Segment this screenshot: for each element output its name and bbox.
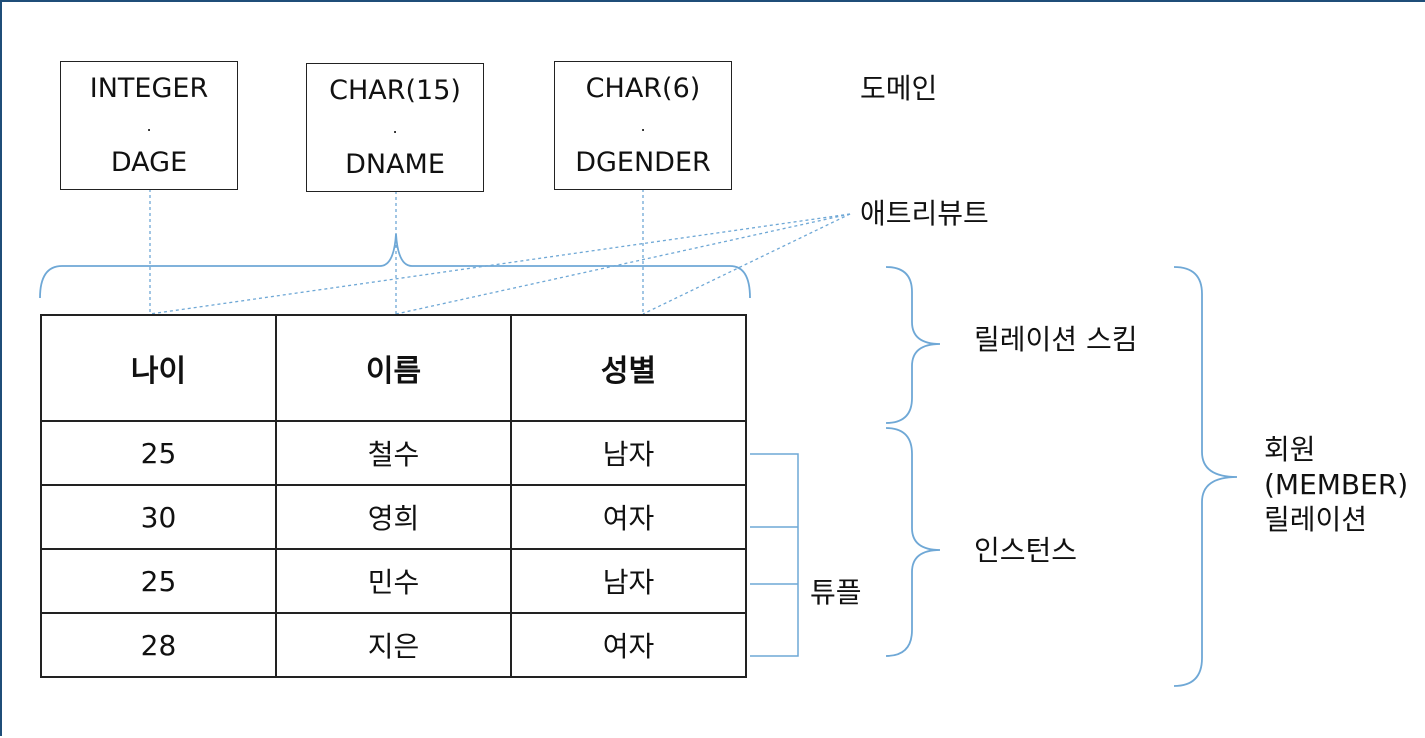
schema-brace <box>885 266 941 424</box>
member-relation-table: 나이 이름 성별 25 철수 남자 30 영희 여자 25 민수 남자 28 <box>40 314 747 678</box>
table-cell: 25 <box>40 548 277 614</box>
schema-label: 릴레이션 스킴 <box>974 323 1138 356</box>
attribute-pointer-line <box>642 213 851 315</box>
tuple-bracket <box>750 453 799 657</box>
domain-box-name: CHAR(15) . DNAME <box>306 63 484 192</box>
domain-type: CHAR(6) <box>585 73 701 104</box>
table-row: 30 영희 여자 <box>40 484 747 550</box>
attribute-pointer-line <box>395 213 851 315</box>
table-cell: 철수 <box>275 420 512 486</box>
relation-label: 회원 (MEMBER) 릴레이션 <box>1264 432 1408 537</box>
domain-label: 도메인 <box>860 72 938 105</box>
table-cell: 남자 <box>510 420 747 486</box>
column-header: 이름 <box>275 314 512 422</box>
domain-type: CHAR(15) <box>329 75 461 106</box>
table-row: 28 지은 여자 <box>40 612 747 678</box>
instance-brace <box>885 427 941 657</box>
table-cell: 영희 <box>275 484 512 550</box>
column-header: 성별 <box>510 314 747 422</box>
relation-label-line: 릴레이션 <box>1264 503 1368 536</box>
domain-separator: . <box>640 116 646 135</box>
domain-separator: . <box>392 118 398 137</box>
table-cell: 30 <box>40 484 277 550</box>
column-header: 나이 <box>40 314 277 422</box>
table-cell: 남자 <box>510 548 747 614</box>
domain-separator: . <box>146 116 152 135</box>
attribute-pointer-line <box>149 213 851 315</box>
attribute-label: 애트리뷰트 <box>860 197 989 230</box>
table-cell: 28 <box>40 612 277 678</box>
table-cell: 지은 <box>275 612 512 678</box>
domain-name: DNAME <box>345 149 445 180</box>
domain-box-age: INTEGER . DAGE <box>60 61 238 190</box>
domain-name: DGENDER <box>575 147 711 178</box>
table-cell: 여자 <box>510 612 747 678</box>
table-cell: 25 <box>40 420 277 486</box>
table-row: 25 민수 남자 <box>40 548 747 614</box>
header-row: 나이 이름 성별 <box>40 314 747 422</box>
domain-box-gender: CHAR(6) . DGENDER <box>554 61 732 190</box>
domain-type: INTEGER <box>89 73 209 104</box>
relation-brace <box>1173 266 1238 687</box>
table-cell: 여자 <box>510 484 747 550</box>
relation-label-line: (MEMBER) <box>1264 468 1409 501</box>
tuple-label: 튜플 <box>810 576 862 609</box>
domain-name: DAGE <box>110 147 188 178</box>
table-row: 25 철수 남자 <box>40 420 747 486</box>
table-cell: 민수 <box>275 548 512 614</box>
attribute-brace <box>39 233 751 299</box>
instance-label: 인스턴스 <box>974 534 1078 567</box>
relation-label-line: 회원 <box>1264 433 1316 466</box>
